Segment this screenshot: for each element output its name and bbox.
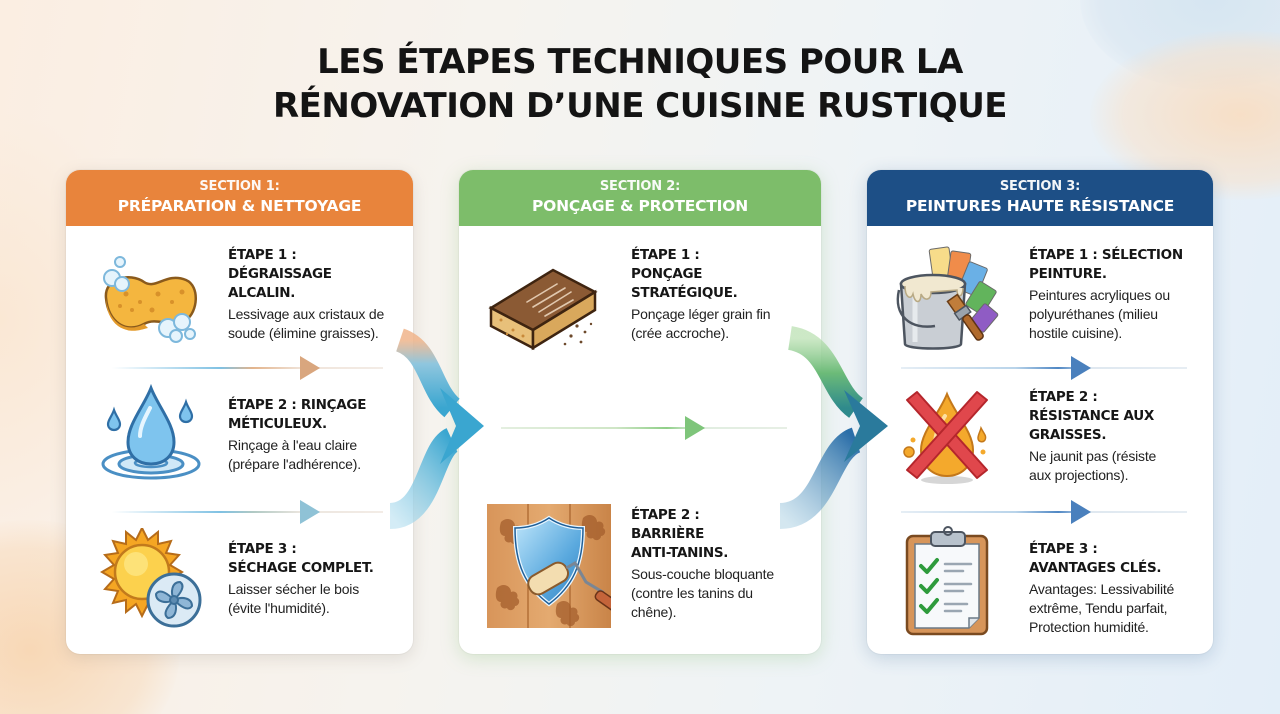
step-title: ÉTAPE 2 : BARRIÈRE ANTI-TANINS. bbox=[631, 507, 729, 561]
section-header: SECTION 2: PONÇAGE & PROTECTION bbox=[459, 170, 821, 226]
title-line-2: RÉNOVATION D’UNE CUISINE RUSTIQUE bbox=[272, 86, 1008, 126]
section-name: PONÇAGE & PROTECTION bbox=[532, 197, 748, 215]
step-description: Sous-couche bloquante (contre les tanins… bbox=[631, 566, 774, 620]
step-title: ÉTAPE 2 : RÉSISTANCE AUX GRAISSES. bbox=[1029, 389, 1155, 443]
arrow-right-icon bbox=[685, 416, 705, 440]
section-card-poncage: SECTION 2: PONÇAGE & PROTECTION ÉTAPE 1 … bbox=[459, 170, 821, 654]
no-grease-icon bbox=[897, 388, 997, 488]
step-text: ÉTAPE 3 : SÉCHAGE COMPLET. Laisser séche… bbox=[228, 540, 405, 618]
sun-fan-icon bbox=[96, 525, 206, 628]
step-description: Ne jaunit pas (résiste aux projections). bbox=[1029, 448, 1157, 483]
page-title: LES ÉTAPES TECHNIQUES POUR LA RÉNOVATION… bbox=[0, 40, 1280, 128]
step-title: ÉTAPE 3 : SÉCHAGE COMPLET. bbox=[228, 541, 374, 576]
step-text: ÉTAPE 1 : DÉGRAISSAGE ALCALIN. Lessivage… bbox=[228, 246, 405, 343]
step-title: ÉTAPE 3 : AVANTAGES CLÉS. bbox=[1029, 541, 1162, 576]
arrow-right-icon bbox=[300, 356, 320, 380]
section-name: PEINTURES HAUTE RÉSISTANCE bbox=[905, 197, 1175, 215]
section-header: SECTION 1: PRÉPARATION & NETTOYAGE bbox=[66, 170, 413, 226]
section-card-peintures: SECTION 3: PEINTURES HAUTE RÉSISTANCE bbox=[867, 170, 1213, 654]
step-divider-arrow bbox=[901, 356, 1187, 380]
section-number: SECTION 1: bbox=[199, 179, 280, 194]
step-description: Avantages: Lessivabilité extrême, Tendu … bbox=[1029, 581, 1175, 635]
section-number: SECTION 3: bbox=[999, 179, 1081, 194]
step-text: ÉTAPE 3 : AVANTAGES CLÉS. Avantages: Les… bbox=[1029, 540, 1205, 637]
step-text: ÉTAPE 2 : BARRIÈRE ANTI-TANINS. Sous-cou… bbox=[631, 506, 813, 622]
arrow-right-icon bbox=[1071, 500, 1091, 524]
arrow-right-icon bbox=[1071, 356, 1091, 380]
water-drop-icon bbox=[96, 383, 206, 484]
section-card-preparation: SECTION 1: PRÉPARATION & NETTOYAGE ÉTAPE… bbox=[66, 170, 413, 654]
title-line-1: LES ÉTAPES TECHNIQUES POUR LA bbox=[317, 42, 963, 82]
step-divider-arrow bbox=[112, 500, 383, 524]
paint-can-icon bbox=[891, 246, 1011, 354]
step-divider-arrow bbox=[901, 500, 1187, 524]
step-description: Rinçage à l'eau claire (prépare l'adhére… bbox=[228, 437, 361, 472]
step-title: ÉTAPE 1 : SÉLECTION PEINTURE. bbox=[1029, 247, 1183, 282]
step-text: ÉTAPE 2 : RÉSISTANCE AUX GRAISSES. Ne ja… bbox=[1029, 388, 1205, 485]
section-number: SECTION 2: bbox=[599, 179, 681, 194]
step-divider-arrow bbox=[112, 356, 383, 380]
step-description: Ponçage léger grain fin (crée accroche). bbox=[631, 306, 771, 341]
step-description: Peintures acryliques ou polyuréthanes (m… bbox=[1029, 287, 1170, 341]
step-description: Laisser sécher le bois (évite l'humidité… bbox=[228, 581, 359, 616]
sponge-icon bbox=[96, 250, 206, 350]
step-title: ÉTAPE 1 : PONÇAGE STRATÉGIQUE. bbox=[631, 247, 738, 301]
step-text: ÉTAPE 2 : RINÇAGE MÉTICULEUX. Rinçage à … bbox=[228, 396, 405, 474]
shield-roller-icon bbox=[487, 504, 620, 628]
sanding-block-icon bbox=[487, 252, 598, 352]
step-text: ÉTAPE 1 : PONÇAGE STRATÉGIQUE. Ponçage l… bbox=[631, 246, 813, 343]
step-description: Lessivage aux cristaux de soude (élimine… bbox=[228, 306, 385, 341]
checklist-icon bbox=[905, 526, 991, 636]
step-title: ÉTAPE 1 : DÉGRAISSAGE ALCALIN. bbox=[228, 247, 332, 301]
step-title: ÉTAPE 2 : RINÇAGE MÉTICULEUX. bbox=[228, 397, 367, 432]
section-header: SECTION 3: PEINTURES HAUTE RÉSISTANCE bbox=[867, 170, 1213, 226]
step-text: ÉTAPE 1 : SÉLECTION PEINTURE. Peintures … bbox=[1029, 246, 1205, 343]
section-name: PRÉPARATION & NETTOYAGE bbox=[117, 197, 362, 215]
step-divider-arrow bbox=[501, 416, 787, 440]
arrow-right-icon bbox=[300, 500, 320, 524]
